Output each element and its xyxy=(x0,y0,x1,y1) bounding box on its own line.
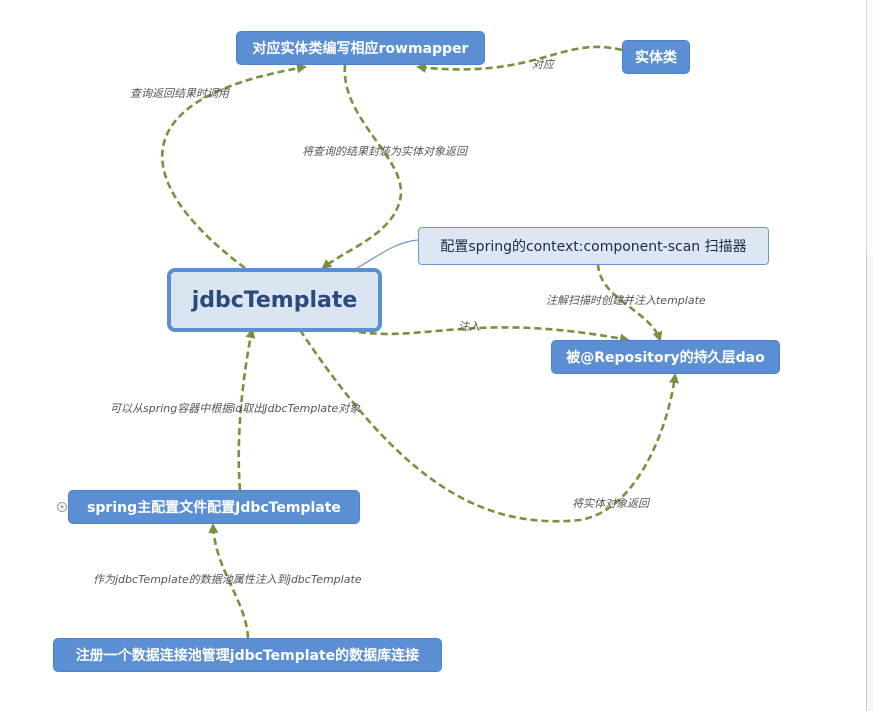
node-jdbc-template-label: jdbcTemplate xyxy=(191,287,358,313)
edge-label-inject: 注入 xyxy=(458,320,480,333)
node-rowmapper[interactable]: 对应实体类编写相应rowmapper xyxy=(236,31,485,65)
edge-label-scan-inject: 注解扫描时创建并注入template xyxy=(546,294,706,307)
edge-datasource-to-spring-config xyxy=(208,523,250,639)
right-scrollbar-track[interactable] xyxy=(866,255,873,711)
edge-label-wrap-result: 将查询的结果封装为实体对象返回 xyxy=(302,145,467,158)
edge-entity-to-rowmapper xyxy=(416,45,623,73)
node-datasource[interactable]: 注册一个数据连接池管理jdbcTemplate的数据库连接 xyxy=(53,638,442,672)
node-spring-config-label: spring主配置文件配置JdbcTemplate xyxy=(87,500,341,516)
callout-connector xyxy=(356,239,419,269)
node-dao[interactable]: 被@Repository的持久层dao xyxy=(551,340,780,374)
node-entity-label: 实体类 xyxy=(635,50,677,66)
edge-jdbc-to-dao xyxy=(347,326,630,344)
node-entity[interactable]: 实体类 xyxy=(622,40,690,74)
node-datasource-label: 注册一个数据连接池管理jdbcTemplate的数据库连接 xyxy=(75,648,420,664)
edge-jdbc-to-dao-return xyxy=(298,329,680,523)
node-scan-config-label: 配置spring的context:component-scan 扫描器 xyxy=(440,239,747,255)
edge-label-datasource-inject: 作为jdbcTemplate的数据池属性注入到jdbcTemplate xyxy=(93,573,362,586)
plus-circle-icon[interactable]: + xyxy=(57,502,67,512)
node-scan-config[interactable]: 配置spring的context:component-scan 扫描器 xyxy=(418,227,769,265)
node-dao-label: 被@Repository的持久层dao xyxy=(566,350,765,366)
node-rowmapper-label: 对应实体类编写相应rowmapper xyxy=(252,41,469,57)
node-spring-config[interactable]: spring主配置文件配置JdbcTemplate xyxy=(68,490,360,524)
edge-label-return-entity: 将实体对象返回 xyxy=(572,497,649,510)
edge-label-query-callback: 查询返回结果时调用 xyxy=(130,87,229,100)
edge-label-entity-correspond: 对应 xyxy=(532,58,554,71)
edge-scan-to-dao xyxy=(596,263,663,342)
edge-jdbc-to-spring-config xyxy=(237,328,256,491)
edge-rowmapper-to-jdbc xyxy=(321,64,403,270)
node-jdbc-template[interactable]: jdbcTemplate xyxy=(167,268,382,332)
edge-label-get-by-id: 可以从spring容器中根据id取出JdbcTemplate对象 xyxy=(110,402,361,415)
edge-jdbc-to-rowmapper xyxy=(160,63,307,270)
